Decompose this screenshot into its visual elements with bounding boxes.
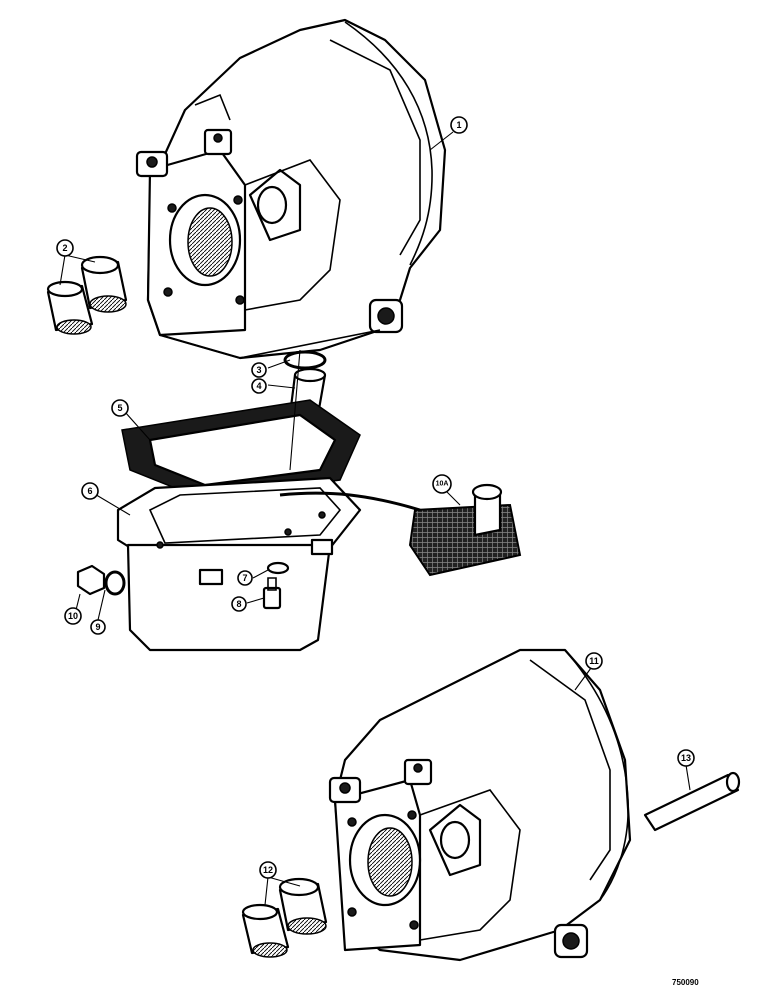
pin-13 <box>643 771 741 832</box>
callout-2: 2 <box>56 239 74 257</box>
callout-5: 5 <box>111 399 129 417</box>
o-ring-3 <box>283 350 327 370</box>
callout-9: 9 <box>90 619 106 635</box>
drain-plug-10 <box>76 564 106 596</box>
figure-number: 750090 <box>672 978 699 987</box>
callout-13: 13 <box>677 749 695 767</box>
callout-6: 6 <box>81 482 99 500</box>
callout-3: 3 <box>251 362 267 378</box>
svg-text:10: 10 <box>68 611 78 621</box>
callout-4: 4 <box>251 378 267 394</box>
oil-pan-6 <box>116 476 362 652</box>
callout-10a: 10A <box>432 474 452 494</box>
svg-text:5: 5 <box>117 403 122 413</box>
washer-9 <box>104 570 126 596</box>
callout-1: 1 <box>450 116 468 134</box>
bearing-cups-2 <box>46 255 128 335</box>
callout-12: 12 <box>259 861 277 879</box>
svg-text:11: 11 <box>589 656 599 666</box>
svg-text:9: 9 <box>95 622 100 632</box>
svg-text:3: 3 <box>256 365 261 375</box>
transmission-housing-lower <box>328 648 632 962</box>
svg-text:7: 7 <box>242 573 247 583</box>
callout-11: 11 <box>585 652 603 670</box>
svg-text:13: 13 <box>681 753 691 763</box>
svg-text:4: 4 <box>256 381 261 391</box>
svg-text:10A: 10A <box>436 481 449 488</box>
svg-text:8: 8 <box>236 599 241 609</box>
svg-text:2: 2 <box>62 243 67 253</box>
callout-7: 7 <box>237 570 253 586</box>
transmission-housing-upper <box>135 18 447 360</box>
bearing-cups-12 <box>241 877 328 958</box>
gasket-5 <box>121 399 361 499</box>
svg-text:1: 1 <box>456 120 461 130</box>
svg-text:6: 6 <box>87 486 92 496</box>
callout-8: 8 <box>231 596 247 612</box>
svg-text:12: 12 <box>263 865 273 875</box>
leader-lines <box>59 131 691 906</box>
oil-screen-10a <box>279 483 522 577</box>
callout-10: 10 <box>64 607 82 625</box>
washer-7 <box>266 561 290 575</box>
